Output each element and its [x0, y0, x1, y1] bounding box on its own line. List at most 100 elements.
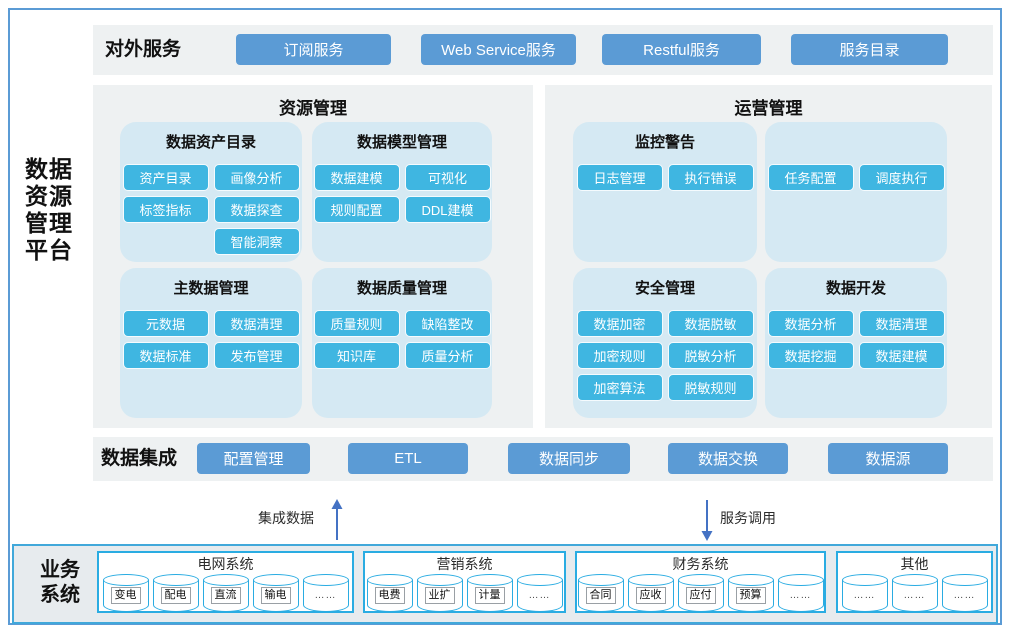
feature-button[interactable]: 知识库	[313, 342, 400, 369]
other-system-box: 其他 …… …… ……	[836, 551, 993, 613]
feature-button[interactable]: 数据建模	[858, 342, 945, 369]
system-label: 直流	[210, 587, 241, 604]
system-label: ……	[853, 590, 876, 601]
service-call-flow-label: 服务调用	[720, 510, 776, 526]
feature-button[interactable]: 加密算法	[576, 374, 663, 401]
feature-button[interactable]: 质量规则	[313, 310, 400, 337]
group-title	[765, 132, 947, 154]
system-label: ……	[314, 590, 337, 601]
group-title: 数据开发	[825, 280, 886, 297]
group-title: 监控警告	[634, 134, 695, 151]
system-group-title: 电网系统	[197, 556, 254, 572]
feature-button[interactable]: 智能洞察	[213, 228, 300, 255]
config-management-button[interactable]: 配置管理	[197, 443, 310, 474]
system-group-title: 其他	[900, 556, 929, 572]
feature-button[interactable]: 缺陷整改	[404, 310, 491, 337]
system-group-title: 财务系统	[672, 556, 729, 572]
database-icon: 应收	[627, 574, 674, 612]
feature-button[interactable]: 数据加密	[576, 310, 663, 337]
data-development-group: 数据开发 数据分析 数据清理 数据挖掘 数据建模	[765, 268, 947, 418]
system-label: ……	[903, 590, 926, 601]
feature-button[interactable]: DDL建模	[404, 196, 491, 223]
feature-button[interactable]: 数据探查	[213, 196, 300, 223]
system-label: ……	[528, 590, 551, 601]
operation-panel-title: 运营管理	[734, 99, 803, 118]
database-icon: 预算	[727, 574, 774, 612]
master-data-management-group: 主数据管理 元数据 数据清理 数据标准 发布管理	[120, 268, 302, 418]
integrate-data-flow-label: 集成数据	[258, 510, 314, 526]
feature-button[interactable]: 数据挖掘	[767, 342, 854, 369]
feature-button[interactable]: 规则配置	[313, 196, 400, 223]
feature-button[interactable]: 标签指标	[122, 196, 209, 223]
system-group-title: 营销系统	[436, 556, 493, 572]
database-icon: 合同	[577, 574, 624, 612]
marketing-system-box: 营销系统 电费 业扩 计量 ……	[363, 551, 566, 613]
system-label: 变电	[110, 587, 141, 604]
feature-button[interactable]: 任务配置	[767, 164, 854, 191]
database-icon: 变电	[102, 574, 149, 612]
group-title: 主数据管理	[173, 280, 249, 297]
system-label: 预算	[735, 587, 766, 604]
database-icon: 计量	[466, 574, 513, 612]
monitor-alert-group: 监控警告 日志管理 执行错误	[573, 122, 757, 262]
system-label: ……	[953, 590, 976, 601]
service-catalog-button[interactable]: 服务目录	[791, 34, 948, 65]
feature-button[interactable]: 数据标准	[122, 342, 209, 369]
system-label: 应付	[685, 587, 716, 604]
database-icon: ……	[841, 574, 888, 612]
system-label: 业扩	[424, 587, 455, 604]
system-label: 配电	[160, 587, 191, 604]
feature-button[interactable]: 执行错误	[667, 164, 754, 191]
group-title: 安全管理	[634, 280, 695, 297]
group-title: 数据质量管理	[356, 280, 447, 297]
web-service-button[interactable]: Web Service服务	[421, 34, 576, 65]
feature-button[interactable]: 数据分析	[767, 310, 854, 337]
arrow-down-icon	[701, 500, 713, 541]
feature-button[interactable]: 资产目录	[122, 164, 209, 191]
operation-management-panel: 运营管理 监控警告 日志管理 执行错误 任务配置 调度执行 安全管理 数据加密 …	[545, 85, 992, 428]
data-sync-button[interactable]: 数据同步	[508, 443, 630, 474]
arrow-up-icon	[331, 499, 343, 540]
external-services-label: 对外服务	[105, 39, 182, 60]
feature-button[interactable]: 数据清理	[858, 310, 945, 337]
feature-button[interactable]: 画像分析	[213, 164, 300, 191]
feature-button[interactable]: 加密规则	[576, 342, 663, 369]
database-icon: 配电	[152, 574, 199, 612]
feature-button[interactable]: 数据建模	[313, 164, 400, 191]
feature-button[interactable]: 数据脱敏	[667, 310, 754, 337]
security-management-group: 安全管理 数据加密 数据脱敏 加密规则 脱敏分析 加密算法 脱敏规则	[573, 268, 757, 418]
feature-button[interactable]: 日志管理	[576, 164, 663, 191]
system-label: 输电	[260, 587, 291, 604]
group-title: 数据模型管理	[356, 134, 447, 151]
resource-panel-title: 资源管理	[279, 99, 347, 118]
business-systems-section: 业务 系统 电网系统 变电 配电 直流 输电 …… 营销系统 电费 业扩 计量 …	[12, 544, 998, 624]
finance-system-box: 财务系统 合同 应收 应付 预算 ……	[575, 551, 826, 613]
database-icon: ……	[941, 574, 988, 612]
feature-button[interactable]: 脱敏分析	[667, 342, 754, 369]
etl-button[interactable]: ETL	[348, 443, 468, 474]
data-model-management-group: 数据模型管理 数据建模 可视化 规则配置 DDL建模	[312, 122, 492, 262]
data-quality-management-group: 数据质量管理 质量规则 缺陷整改 知识库 质量分析	[312, 268, 492, 418]
feature-button[interactable]: 可视化	[404, 164, 491, 191]
subscribe-service-button[interactable]: 订阅服务	[236, 34, 391, 65]
group-title: 数据资产目录	[165, 134, 256, 151]
feature-button[interactable]: 调度执行	[858, 164, 945, 191]
database-icon: 业扩	[416, 574, 463, 612]
feature-button[interactable]: 脱敏规则	[667, 374, 754, 401]
feature-button[interactable]: 元数据	[122, 310, 209, 337]
data-source-button[interactable]: 数据源	[828, 443, 948, 474]
system-label: 计量	[474, 587, 505, 604]
feature-button[interactable]: 数据清理	[213, 310, 300, 337]
restful-service-button[interactable]: Restful服务	[602, 34, 761, 65]
database-icon: ……	[891, 574, 938, 612]
task-schedule-group: 任务配置 调度执行	[765, 122, 947, 262]
system-label: 应收	[635, 587, 666, 604]
feature-button[interactable]: 发布管理	[213, 342, 300, 369]
database-icon: 电费	[366, 574, 413, 612]
feature-button[interactable]: 质量分析	[404, 342, 491, 369]
system-label: 电费	[374, 587, 405, 604]
data-exchange-button[interactable]: 数据交换	[668, 443, 788, 474]
grid-system-box: 电网系统 变电 配电 直流 输电 ……	[97, 551, 354, 613]
database-icon: ……	[777, 574, 824, 612]
